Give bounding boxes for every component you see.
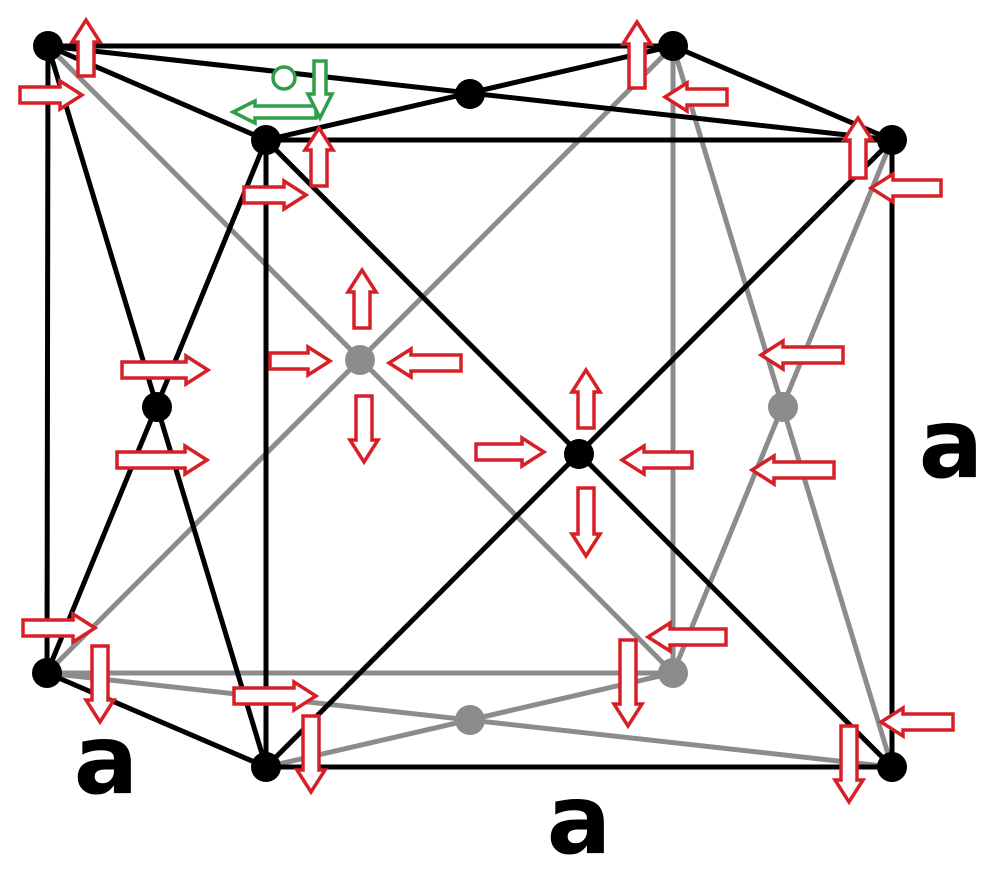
lattice-param-label-right: a xyxy=(919,388,984,500)
displacement-arrow-icon xyxy=(644,619,728,655)
displacement-arrow-icon xyxy=(120,352,212,388)
displacement-arrow-icon xyxy=(619,18,655,90)
front-atom xyxy=(251,125,281,155)
front-atom xyxy=(455,79,485,109)
origin-circle-icon xyxy=(271,65,297,91)
origin-z-axis-arrow xyxy=(305,59,335,122)
displacement-arrow-icon xyxy=(18,77,86,113)
displacement-arrow-icon xyxy=(618,442,694,478)
back-edges xyxy=(44,43,895,770)
lattice-param-label-left: a xyxy=(74,704,139,816)
displacement-arrow-icon xyxy=(661,79,729,115)
displacement-arrow-icon xyxy=(568,486,604,560)
front-atom xyxy=(877,125,907,155)
front-atom xyxy=(658,31,688,61)
displacement-arrow-icon xyxy=(877,704,955,740)
front-atom xyxy=(564,439,594,469)
back-atom xyxy=(345,345,375,375)
back-atoms xyxy=(345,345,798,735)
displacement-arrow-icon xyxy=(346,394,382,466)
front-edge xyxy=(44,43,51,676)
displacement-arrow-icon xyxy=(68,16,104,78)
displacement-arrow-icon xyxy=(867,170,943,206)
front-edge xyxy=(44,670,269,770)
displacement-arrow-icon xyxy=(268,343,334,379)
displacement-arrow-icon xyxy=(474,434,548,470)
displacement-arrow-icon xyxy=(344,266,380,330)
back-atom xyxy=(658,658,688,688)
displacement-arrows xyxy=(18,16,955,806)
origin-x-axis-arrow xyxy=(229,98,318,126)
displacement-arrow-icon xyxy=(748,452,836,488)
displacement-arrow-icon xyxy=(757,337,845,373)
displacement-arrow-icon xyxy=(840,114,876,180)
displacement-arrow-icon xyxy=(232,678,320,714)
front-atom xyxy=(142,392,172,422)
displacement-arrow-icon xyxy=(82,644,118,726)
origin-axes-icon xyxy=(229,59,335,126)
back-atom xyxy=(455,705,485,735)
displacement-arrow-icon xyxy=(293,714,329,796)
back-atom xyxy=(768,392,798,422)
front-atom xyxy=(877,752,907,782)
displacement-arrow-icon xyxy=(21,610,99,646)
displacement-arrow-icon xyxy=(568,366,604,430)
lattice-param-label-bottom: a xyxy=(547,764,612,876)
front-atom xyxy=(251,752,281,782)
displacement-arrow-icon xyxy=(242,177,310,213)
displacement-arrow-icon xyxy=(115,442,211,478)
displacement-arrow-icon xyxy=(385,345,463,381)
displacement-arrow-icon xyxy=(301,124,337,188)
front-atoms xyxy=(32,31,907,782)
displacement-arrow-icon xyxy=(831,724,867,806)
displacement-arrow-icon xyxy=(610,638,646,730)
front-atom xyxy=(33,31,63,61)
lattice-labels: a a a xyxy=(74,388,984,876)
front-edges xyxy=(44,43,895,770)
front-atom xyxy=(32,658,62,688)
